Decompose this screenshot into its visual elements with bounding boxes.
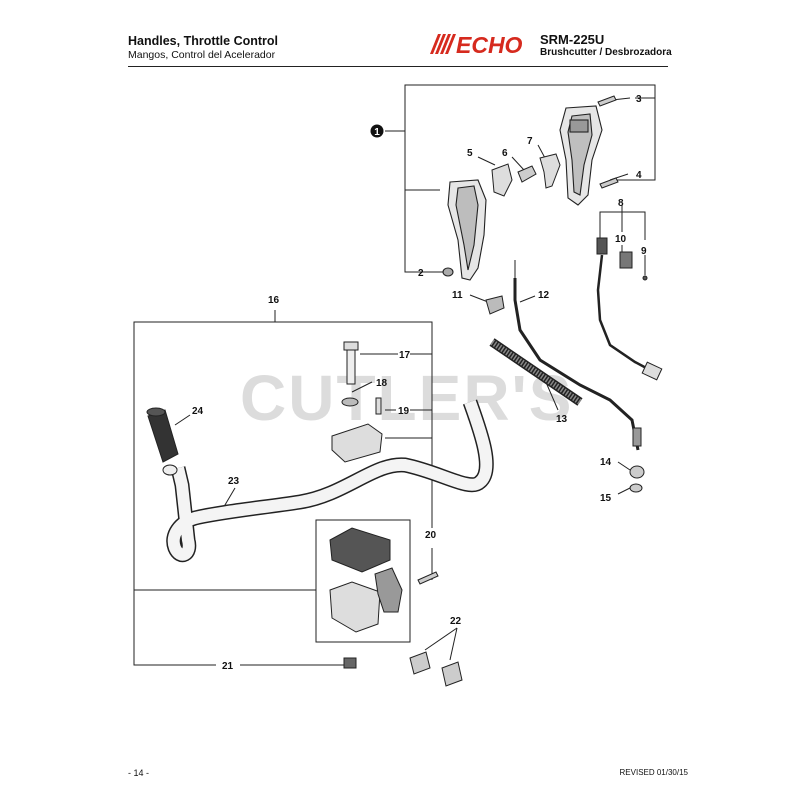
- spacer-21: [343, 657, 357, 669]
- page-title: Handles, Throttle Control: [128, 34, 278, 48]
- part-6-spring: [517, 165, 537, 183]
- callout-7: 7: [527, 136, 533, 147]
- callout-1: 1: [374, 127, 380, 138]
- callout-3: 3: [636, 94, 642, 105]
- bolt-20: [417, 571, 439, 585]
- revision-date: REVISED 01/30/15: [619, 768, 688, 777]
- callout-24: 24: [192, 406, 204, 417]
- page-subtitle: Mangos, Control del Acelerador: [128, 49, 276, 61]
- grip-24: [146, 407, 179, 463]
- clamp-assembly-box: [315, 519, 411, 643]
- callout-5: 5: [467, 148, 473, 159]
- callout-19: 19: [398, 406, 410, 417]
- brand-block: ECHO SRM-225U Brushcutter / Desbrozadora: [424, 32, 672, 59]
- callout-22: 22: [450, 616, 462, 627]
- watermark-text: CUTLER'S: [240, 362, 573, 434]
- part-7-throttle-trigger: [539, 153, 561, 189]
- echo-logo: ECHO: [430, 32, 523, 56]
- callout-14: 14: [600, 457, 612, 468]
- screws-3-4: [597, 95, 619, 189]
- handlebar-23: [162, 399, 494, 563]
- logo-stripes: [430, 34, 456, 54]
- callout-23: 23: [228, 476, 240, 487]
- page-header: Handles, Throttle Control Mangos, Contro…: [128, 34, 278, 62]
- model-number: SRM-225U: [540, 32, 605, 47]
- page-number: - 14 -: [128, 768, 150, 778]
- callout-9: 9: [641, 246, 647, 257]
- callout-21: 21: [222, 661, 234, 672]
- callout-16: 16: [268, 295, 280, 306]
- part-5-switch: [491, 163, 513, 197]
- leader-lines: [133, 84, 656, 666]
- header-rule: [128, 66, 668, 67]
- callout-12: 12: [538, 290, 550, 301]
- callout-15: 15: [600, 493, 612, 504]
- model-description: Brushcutter / Desbrozadora: [540, 47, 672, 58]
- callout-6: 6: [502, 148, 508, 159]
- handle-front-part: [442, 179, 487, 281]
- trigger-parts: [491, 153, 561, 197]
- handle-rear-part: [559, 105, 603, 206]
- stop-switch-wire: [596, 237, 663, 381]
- callout-2: 2: [418, 268, 424, 279]
- brand-name: ECHO: [456, 32, 523, 56]
- clamp-assembly-parts: [329, 527, 403, 633]
- part-9-pin: [642, 275, 648, 281]
- bracket-1: [404, 84, 656, 190]
- callout-8: 8: [618, 198, 624, 209]
- spiral-cable-guard: [489, 338, 583, 406]
- callout-13: 13: [556, 414, 568, 425]
- callout-11: 11: [452, 290, 463, 301]
- callout-20: 20: [425, 530, 437, 541]
- screw-2: [442, 267, 454, 277]
- callout-17: 17: [399, 350, 411, 361]
- clips-22: [409, 651, 463, 687]
- callouts: 1 2 3 4 5 6 7 8 9 10 11 12 13 14 15 16 1…: [192, 94, 647, 672]
- throttle-cable: [513, 260, 642, 451]
- fasteners-17-18-19: [341, 341, 382, 415]
- clamp-upper-part: [331, 423, 383, 463]
- part-10-terminal: [619, 251, 633, 269]
- bracket-16: [133, 321, 433, 590]
- callout-1-badge: [370, 124, 384, 138]
- grommet-11: [485, 295, 505, 315]
- callout-18: 18: [376, 378, 388, 389]
- callout-10: 10: [615, 234, 627, 245]
- callout-4: 4: [636, 170, 642, 181]
- nuts-14-15: [629, 465, 645, 493]
